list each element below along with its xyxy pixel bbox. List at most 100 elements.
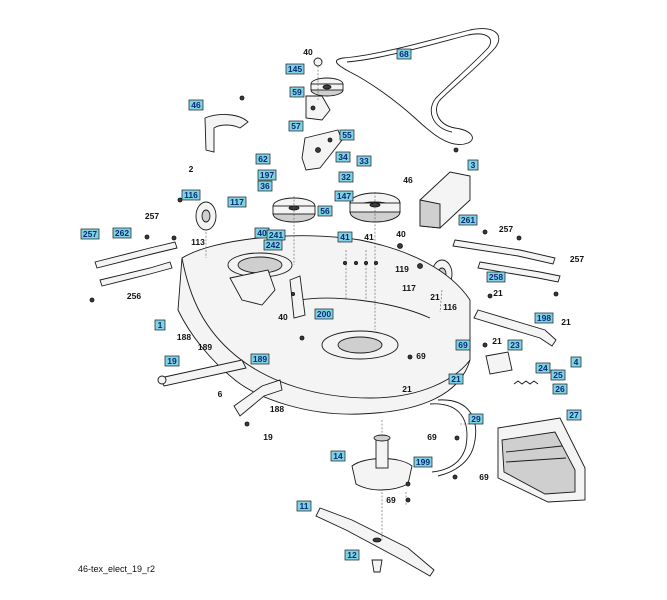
callout-257-r1[interactable]: 257 (499, 224, 513, 234)
callout-147[interactable]: 147 (334, 190, 354, 202)
svg-text:46: 46 (403, 175, 413, 185)
svg-text:40: 40 (303, 47, 313, 57)
callout-3[interactable]: 3 (467, 159, 479, 171)
callout-69-right[interactable]: 69 (479, 472, 489, 482)
front-link-arm (157, 359, 247, 387)
callout-69-left[interactable]: 69 (427, 432, 437, 442)
callout-23[interactable]: 23 (507, 339, 523, 351)
svg-text:113: 113 (191, 237, 205, 247)
callout-189-box[interactable]: 189 (250, 353, 270, 365)
svg-text:257: 257 (83, 229, 97, 239)
svg-text:32: 32 (341, 172, 351, 182)
callout-69-bottom[interactable]: 69 (386, 495, 396, 505)
callout-1[interactable]: 1 (154, 319, 166, 331)
svg-text:33: 33 (359, 156, 369, 166)
callout-24[interactable]: 24 (535, 362, 551, 374)
callout-59[interactable]: 59 (289, 86, 305, 98)
callout-21-b[interactable]: 21 (493, 288, 503, 298)
callout-242[interactable]: 242 (263, 239, 283, 251)
callout-27[interactable]: 27 (566, 409, 582, 421)
callout-256[interactable]: 256 (127, 291, 141, 301)
drive-belt (335, 28, 500, 145)
callout-257-left[interactable]: 257 (80, 228, 100, 240)
svg-text:27: 27 (569, 410, 579, 420)
svg-text:46: 46 (191, 100, 201, 110)
svg-text:56: 56 (320, 206, 330, 216)
callout-116[interactable]: 116 (181, 189, 201, 201)
callout-40-low[interactable]: 40 (278, 312, 288, 322)
callout-12[interactable]: 12 (344, 549, 360, 561)
svg-text:257: 257 (499, 224, 513, 234)
svg-text:21: 21 (493, 288, 503, 298)
callout-189[interactable]: 189 (198, 342, 212, 352)
callout-26[interactable]: 26 (552, 383, 568, 395)
svg-text:258: 258 (489, 272, 503, 282)
callout-19[interactable]: 19 (164, 355, 180, 367)
callout-257-r2[interactable]: 257 (570, 254, 584, 264)
callout-57[interactable]: 57 (288, 120, 304, 132)
callout-21-c[interactable]: 21 (561, 317, 571, 327)
callout-21-d[interactable]: 21 (492, 336, 502, 346)
callout-14[interactable]: 14 (330, 450, 346, 462)
callout-41[interactable]: 41 (337, 231, 353, 243)
callout-21-a[interactable]: 21 (430, 292, 440, 302)
svg-text:262: 262 (115, 228, 129, 238)
callout-257[interactable]: 257 (145, 211, 159, 221)
callout-68[interactable]: 68 (396, 48, 412, 60)
svg-text:1: 1 (158, 320, 163, 330)
callout-113[interactable]: 113 (191, 237, 205, 247)
anti-scalp-bar-right (452, 239, 561, 283)
callout-11[interactable]: 11 (296, 500, 312, 512)
callout-69[interactable]: 69 (455, 339, 471, 351)
callout-117-right[interactable]: 117 (402, 283, 416, 293)
callout-32[interactable]: 32 (338, 171, 354, 183)
callout-40[interactable]: 40 (303, 47, 313, 57)
callout-198[interactable]: 198 (534, 312, 554, 324)
callout-241[interactable]: 241 (266, 229, 286, 241)
callout-29[interactable]: 29 (468, 413, 484, 425)
callout-200[interactable]: 200 (314, 308, 334, 320)
callout-25[interactable]: 25 (550, 369, 566, 381)
callout-41-right[interactable]: 41 (364, 232, 374, 242)
callout-21-e[interactable]: 21 (448, 373, 464, 385)
diagram-caption: 46-tex_elect_19_r2 (78, 564, 156, 574)
discharge-chute (497, 417, 586, 503)
callout-119[interactable]: 119 (395, 264, 409, 274)
callout-62[interactable]: 62 (255, 153, 271, 165)
callout-69-mid[interactable]: 69 (416, 351, 426, 361)
leader-lines (205, 66, 470, 540)
callout-4[interactable]: 4 (570, 356, 582, 368)
svg-text:200: 200 (317, 309, 331, 319)
callout-46-right[interactable]: 46 (403, 175, 413, 185)
svg-text:189: 189 (198, 342, 212, 352)
cutting-blade (315, 507, 435, 577)
callout-262[interactable]: 262 (112, 227, 132, 239)
callout-117[interactable]: 117 (227, 196, 247, 208)
callout-145[interactable]: 145 (285, 63, 305, 75)
callout-55[interactable]: 55 (339, 129, 355, 141)
callout-34[interactable]: 34 (335, 151, 351, 163)
callout-36[interactable]: 36 (257, 180, 273, 192)
callout-56[interactable]: 56 (317, 205, 333, 217)
svg-text:26: 26 (555, 384, 565, 394)
svg-text:3: 3 (471, 160, 476, 170)
callout-258[interactable]: 258 (486, 271, 506, 283)
svg-text:40: 40 (396, 229, 406, 239)
callout-40-right[interactable]: 40 (396, 229, 406, 239)
svg-text:242: 242 (266, 240, 280, 250)
callout-197[interactable]: 197 (257, 169, 277, 181)
svg-text:29: 29 (471, 414, 481, 424)
callout-33[interactable]: 33 (356, 155, 372, 167)
callout-21-f[interactable]: 21 (402, 384, 412, 394)
callout-46[interactable]: 46 (188, 99, 204, 111)
svg-text:261: 261 (461, 215, 475, 225)
callout-199[interactable]: 199 (413, 456, 433, 468)
callout-261[interactable]: 261 (458, 214, 478, 226)
svg-text:189: 189 (253, 354, 267, 364)
callout-6[interactable]: 6 (218, 389, 223, 399)
callout-19-low[interactable]: 19 (263, 432, 273, 442)
callout-2[interactable]: 2 (189, 164, 194, 174)
callout-188-low[interactable]: 188 (270, 404, 284, 414)
callout-188[interactable]: 188 (177, 332, 191, 342)
callout-116-right[interactable]: 116 (443, 302, 457, 312)
